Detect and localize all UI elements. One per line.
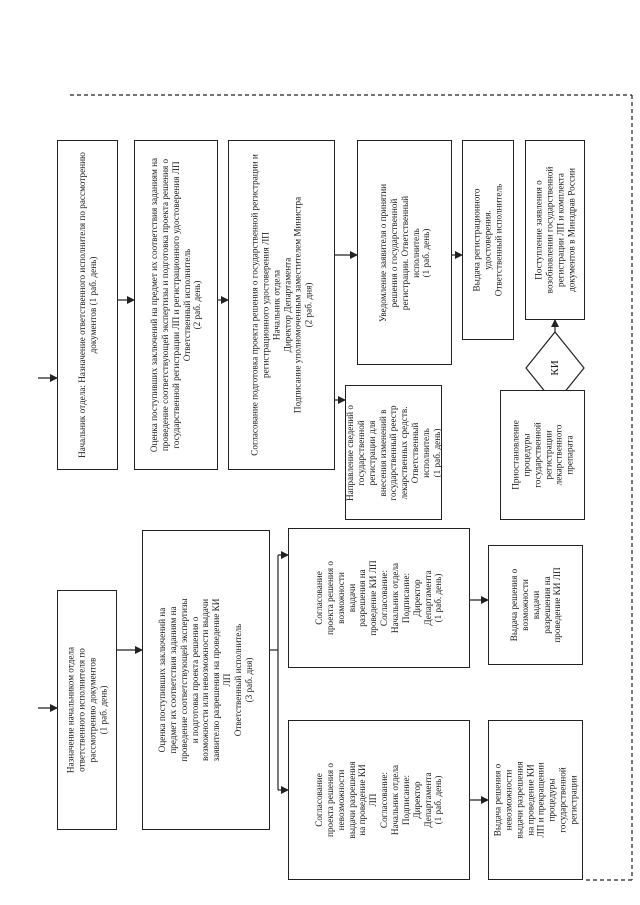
box-text: Выдача регистрационного удостоверения. О… [471,183,504,297]
box-text: Выдача решения о невозможности выдачи ра… [492,761,579,839]
box-evaluate-conclusions-lower: Оценка поступивших заключений на предмет… [142,530,270,830]
box-send-registry-info: Направление сведений о государственной р… [345,385,442,520]
box-approve-possibility: Согласование проекта решения о возможнос… [288,528,470,668]
box-text: Назначение начальником отдела ответствен… [65,646,108,774]
box-text: Направление сведений о государственной р… [345,404,442,501]
box-issue-certificate: Выдача регистрационного удостоверения. О… [462,140,514,340]
box-text: Приостановление процедуры государственно… [509,420,575,490]
box-resume-application: Поступление заявления о возобновлении го… [525,140,585,320]
box-issue-possibility: Выдача решения о возможности выдачи разр… [488,545,583,665]
box-text: Уведомление заявителя о принятии решения… [377,183,431,322]
box-text: Начальник отдела: Назначение ответственн… [76,152,98,458]
box-approve-registration: Согласование подготовка проекта решения … [228,140,335,470]
box-text: Согласование подготовка проекта решения … [248,154,314,456]
box-text: Выдача решения о возможности выдачи разр… [508,567,562,643]
box-text: Поступление заявления о возобновлении го… [533,166,576,294]
decision-label: КИ [549,360,561,376]
box-text: Оценка поступивших заключений на предмет… [148,157,203,453]
box-text: Согласование проекта решения о возможнос… [313,560,444,636]
box-approve-impossibility: Согласование проекта решения о невозможн… [288,720,470,880]
box-notify-applicant: Уведомление заявителя о принятии решения… [357,140,452,365]
box-evaluate-conclusions-upper: Оценка поступивших заключений на предмет… [134,140,218,470]
box-assign-executor-lower: Назначение начальником отдела ответствен… [57,590,117,830]
box-text: Оценка поступивших заключений на предмет… [157,598,255,762]
box-assign-executor-upper: Начальник отдела: Назначение ответственн… [57,140,118,470]
box-issue-impossibility: Выдача решения о невозможности выдачи ра… [488,720,583,880]
box-suspend-registration: Приостановление процедуры государственно… [500,390,585,520]
box-text: Согласование проекта решения о невозможн… [313,761,444,839]
